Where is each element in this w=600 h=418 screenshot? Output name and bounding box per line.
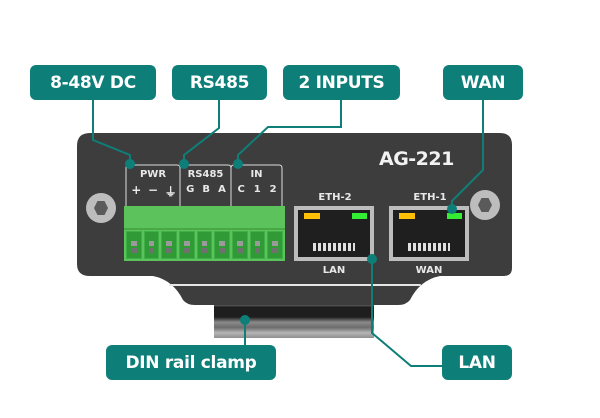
pin-plus: + — [131, 183, 142, 197]
lan-port-role: LAN — [322, 265, 346, 276]
anchor-dot — [447, 204, 457, 214]
rj45-contacts — [313, 243, 355, 251]
led-amber — [399, 213, 415, 219]
led-green — [352, 213, 367, 219]
terminal-screw[interactable] — [214, 231, 231, 259]
led-amber — [304, 213, 320, 219]
rs485-pins: G B A — [182, 184, 230, 195]
terminal-screw[interactable] — [249, 231, 266, 259]
callout-rs485: RS485 — [172, 65, 267, 100]
terminal-screw[interactable] — [267, 231, 284, 259]
hex-socket-icon — [94, 201, 108, 215]
pin-minus: − — [147, 183, 159, 197]
wan-port-role: WAN — [415, 265, 443, 276]
terminal-screw[interactable] — [126, 231, 142, 259]
terminal-screw[interactable] — [143, 231, 160, 259]
terminal-block — [124, 206, 285, 261]
anchor-dot — [240, 315, 250, 325]
ground-icon: ⏚ — [164, 185, 177, 199]
pin-1: 1 — [253, 184, 261, 195]
eth1-label: ETH-1 — [413, 192, 447, 203]
pin-b: B — [202, 184, 211, 195]
callout-wan: WAN — [443, 65, 523, 100]
anchor-dot — [179, 159, 189, 169]
mounting-screw-left — [86, 193, 116, 223]
rj45-contacts — [408, 243, 450, 251]
pin-a: A — [218, 184, 226, 195]
pin-2: 2 — [269, 184, 277, 195]
model-label: AG-221 — [379, 148, 454, 170]
terminal-screw[interactable] — [232, 231, 248, 259]
anchor-dot — [233, 159, 243, 169]
mounting-screw-right — [470, 190, 500, 220]
terminal-screw[interactable] — [161, 231, 178, 259]
callout-lan: LAN — [442, 345, 512, 380]
pin-g: G — [186, 184, 195, 195]
callout-inputs: 2 INPUTS — [283, 65, 400, 100]
hex-socket-icon — [478, 198, 492, 212]
pwr-pins: + − ⏚ — [128, 183, 180, 200]
pwr-group-title: PWR — [139, 169, 167, 180]
terminal-screw[interactable] — [196, 231, 213, 259]
callout-din-rail: DIN rail clamp — [106, 345, 276, 380]
anchor-dot — [367, 254, 377, 264]
callout-power: 8-48V DC — [30, 65, 156, 100]
eth2-label: ETH-2 — [318, 192, 352, 203]
eth1-port[interactable] — [389, 206, 469, 261]
anchor-dot — [125, 159, 135, 169]
led-green — [447, 213, 462, 219]
pin-c: C — [237, 184, 245, 195]
in-group-title: IN — [250, 169, 263, 180]
in-pins: C 1 2 — [233, 184, 281, 195]
terminal-screw[interactable] — [179, 231, 195, 259]
rs485-group-title: RS485 — [187, 169, 224, 180]
eth2-port[interactable] — [294, 206, 374, 261]
